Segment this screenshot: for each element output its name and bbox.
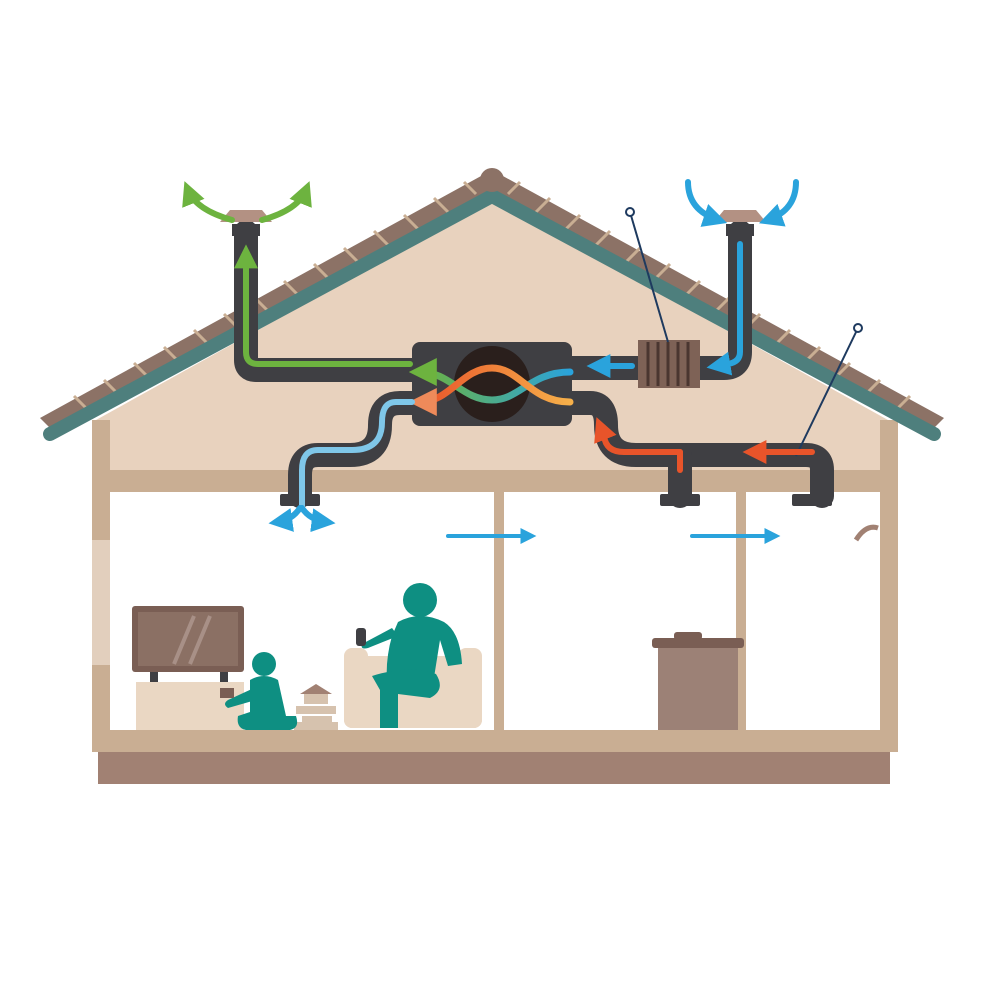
toy-blocks-icon bbox=[294, 684, 338, 730]
extract-flow bbox=[594, 417, 815, 473]
heat-exchanger-icon bbox=[408, 342, 574, 426]
foundation bbox=[98, 752, 890, 784]
filter-icon bbox=[638, 340, 700, 388]
attic bbox=[96, 200, 888, 470]
supply-flow bbox=[268, 399, 415, 533]
extract-inlets bbox=[682, 506, 814, 528]
child-icon bbox=[220, 652, 298, 730]
pointer-lines bbox=[625, 207, 863, 457]
intake-flow bbox=[586, 179, 799, 378]
wall-accent bbox=[92, 540, 110, 665]
door-handle bbox=[853, 524, 879, 542]
laundry-basket-icon bbox=[652, 632, 744, 730]
roof bbox=[40, 168, 944, 441]
adult-icon bbox=[356, 583, 462, 728]
exhaust-flow bbox=[182, 181, 413, 367]
tv-icon bbox=[132, 606, 244, 684]
floor-vents bbox=[280, 494, 832, 506]
